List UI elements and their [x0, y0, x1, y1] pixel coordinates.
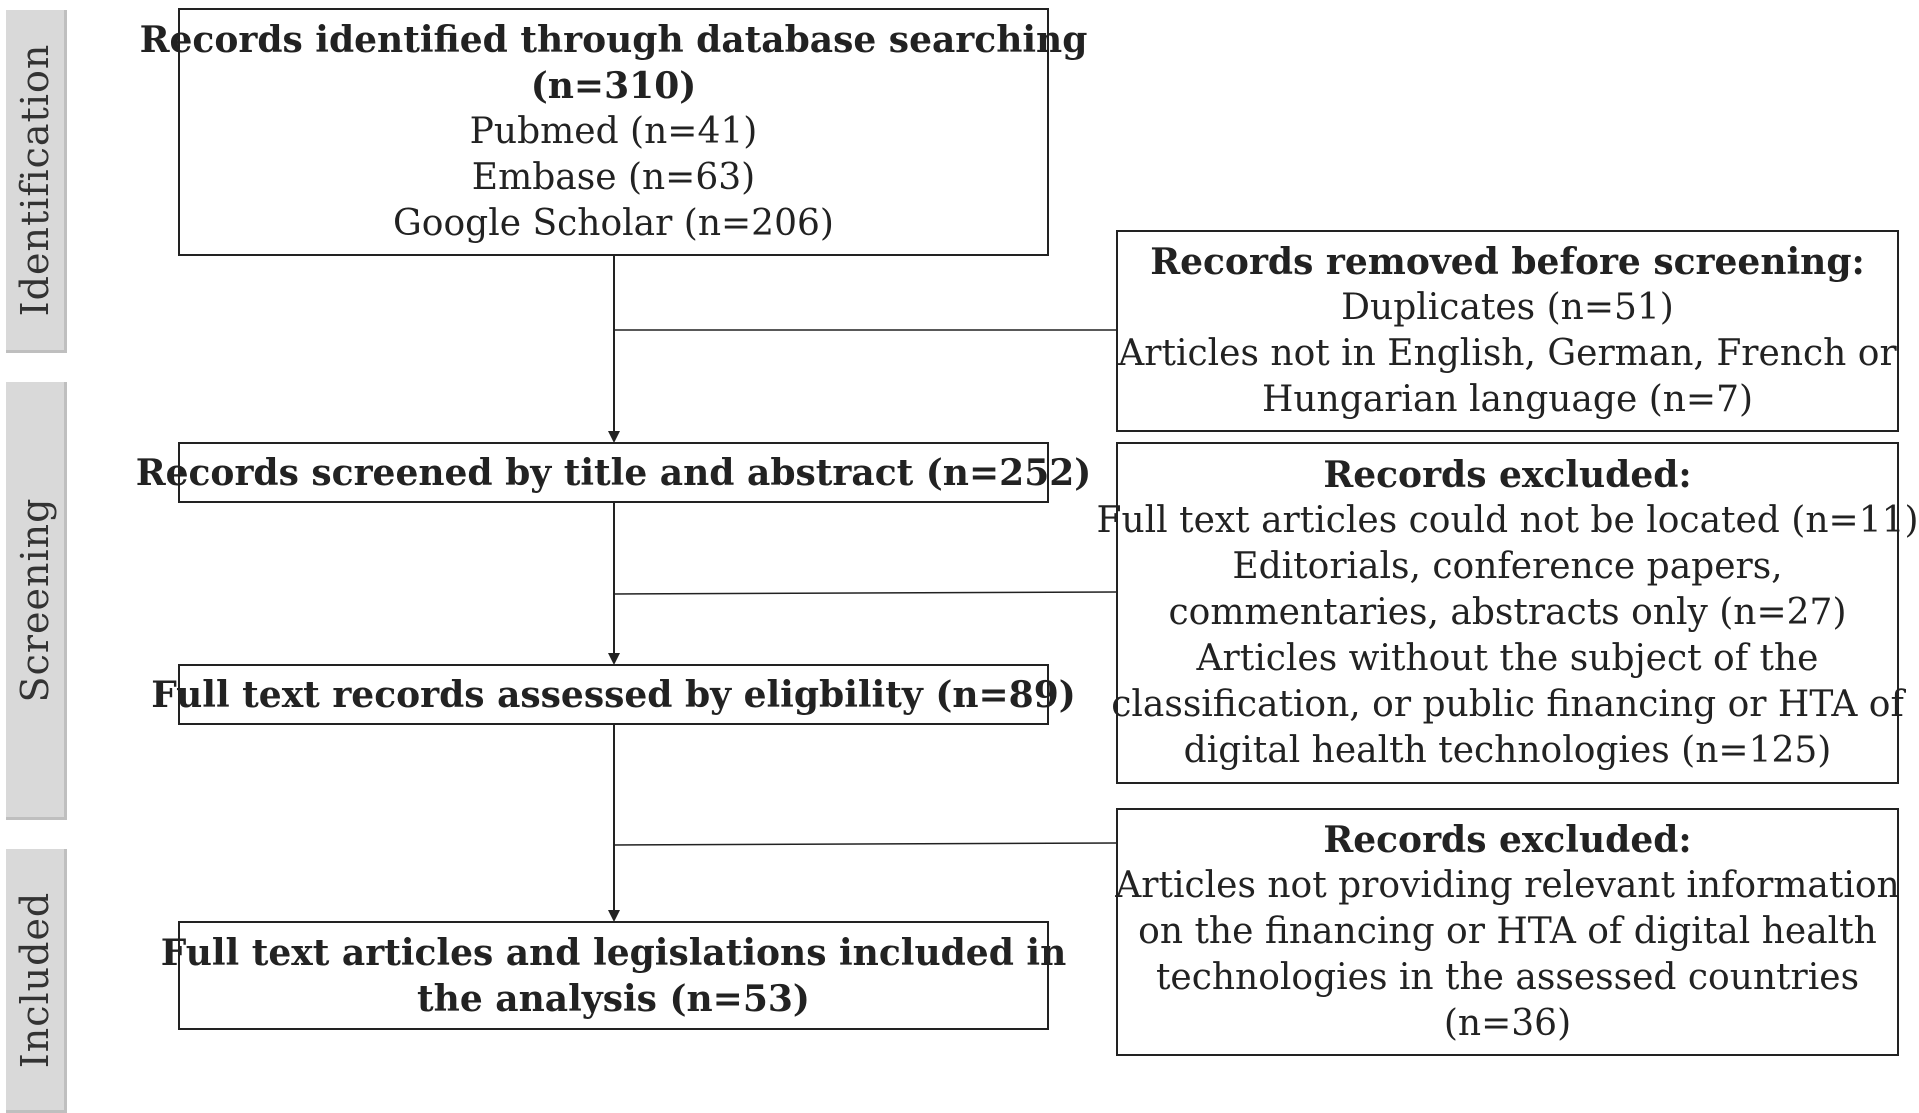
records-screened-title: Records screened by title and abstract (…	[135, 451, 1092, 494]
records-excluded-screening-box: Records excluded: Full text articles cou…	[1096, 442, 1919, 784]
phase-identification: Identification	[6, 10, 67, 353]
phase-included: Included	[6, 849, 67, 1113]
excluded-subject-line2: classification, or public financing or H…	[1111, 684, 1904, 725]
records-identified-title: Records identified through database sear…	[139, 19, 1088, 61]
phase-screening: Screening	[6, 382, 67, 820]
excluded-subject-line1: Articles without the subject of the	[1196, 638, 1819, 679]
removed-duplicates: Duplicates (n=51)	[1341, 287, 1674, 328]
removed-language-line2: Hungarian language (n=7)	[1261, 379, 1754, 420]
excluded2-line2: on the financing or HTA of digital healt…	[1138, 911, 1877, 952]
excluded2-line3: technologies in the assessed countries	[1155, 957, 1860, 998]
records-excluded-eligibility-box: Records excluded: Articles not providing…	[1115, 808, 1900, 1056]
records-excluded-eligibility-title: Records excluded:	[1323, 819, 1692, 861]
source-google-scholar: Google Scholar (n=206)	[393, 203, 834, 244]
records-included-box: Full text articles and legislations incl…	[161, 921, 1066, 1030]
records-assessed-box: Full text records assessed by eligbility…	[151, 664, 1076, 725]
excluded2-count: (n=36)	[1443, 1003, 1572, 1044]
excluded-editorials-line2: commentaries, abstracts only (n=27)	[1168, 592, 1847, 633]
records-excluded-screening-title: Records excluded:	[1323, 454, 1692, 496]
removed-language-line1: Articles not in English, German, French …	[1118, 333, 1897, 374]
records-included-title-line2: the analysis (n=53)	[417, 977, 810, 1020]
records-identified-count: (n=310)	[530, 65, 697, 107]
records-screened-box: Records screened by title and abstract (…	[136, 442, 1091, 503]
records-assessed-title: Full text records assessed by eligbility…	[151, 673, 1076, 716]
records-included-title-line1: Full text articles and legislations incl…	[160, 931, 1067, 974]
excluded-editorials-line1: Editorials, conference papers,	[1232, 546, 1783, 587]
records-removed-title: Records removed before screening:	[1150, 241, 1865, 283]
excluded-not-located: Full text articles could not be located …	[1096, 500, 1919, 541]
excluded-subject-line3: digital health technologies (n=125)	[1183, 730, 1832, 771]
source-embase: Embase (n=63)	[471, 157, 756, 198]
branch-to-excluded2	[613, 842, 1117, 846]
excluded2-line1: Articles not providing relevant informat…	[1115, 865, 1900, 906]
branch-to-excluded1	[613, 591, 1117, 595]
records-removed-box: Records removed before screening: Duplic…	[1116, 230, 1899, 432]
records-identified-box: Records identified through database sear…	[140, 8, 1087, 256]
source-pubmed: Pubmed (n=41)	[469, 111, 758, 152]
